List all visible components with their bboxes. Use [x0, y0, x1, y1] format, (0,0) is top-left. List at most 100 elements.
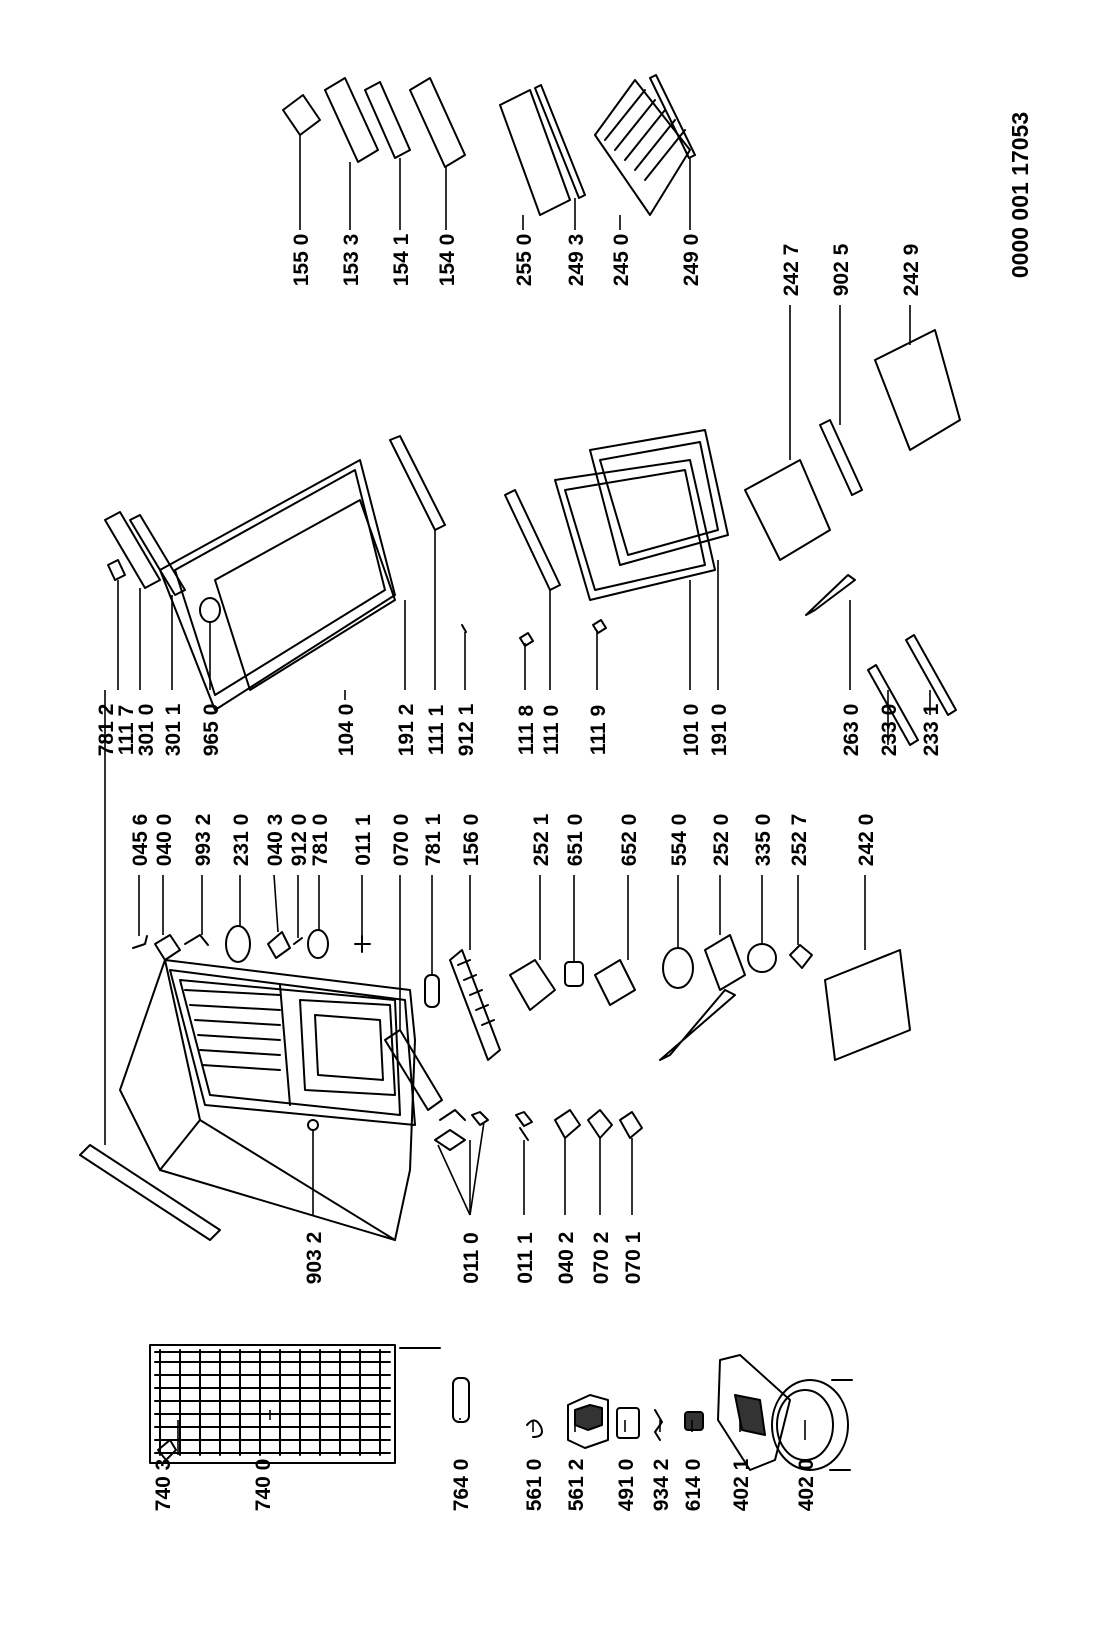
crisper-trim-902-5	[819, 419, 863, 496]
label-111-0: 111 0	[540, 705, 563, 755]
label-233-0: 233 0	[878, 704, 901, 757]
label-040-0: 040 0	[153, 814, 176, 867]
label-912-1: 912 1	[455, 703, 478, 756]
label-242-9: 242 9	[900, 244, 923, 297]
part-554-0	[662, 947, 694, 989]
wire-shelf-245-0	[594, 79, 691, 216]
label-912-0: 912 0	[288, 814, 311, 867]
label-301-0: 301 0	[135, 704, 158, 757]
label-242-0: 242 0	[855, 814, 878, 867]
label-402-1: 402 1	[730, 1458, 753, 1511]
part-252-1	[509, 959, 556, 1011]
part-651-0	[564, 961, 584, 987]
label-011-1-upper: 011 1	[352, 814, 375, 866]
rail-233-1	[905, 634, 957, 716]
label-191-2: 191 2	[395, 704, 418, 757]
label-335-0: 335 0	[752, 814, 775, 867]
label-781-1: 781 1	[422, 813, 445, 866]
part-111-8	[519, 632, 534, 647]
part-252-0	[659, 934, 746, 1061]
egg-tray-155-0	[282, 94, 321, 136]
hinge-cover-040-2	[554, 1109, 581, 1139]
part-011-1-top	[354, 935, 371, 953]
door-shelf-154-1	[364, 81, 411, 159]
door-trim-111-1	[389, 435, 446, 531]
door-gasket-191-2	[214, 499, 396, 691]
hinge-bracket-070-2	[587, 1109, 613, 1139]
label-233-1: 233 1	[920, 703, 943, 756]
label-011-0: 011 0	[460, 1232, 483, 1283]
crisper-242-7	[744, 459, 831, 561]
compressor	[771, 1379, 853, 1471]
label-040-2: 040 2	[555, 1232, 578, 1285]
top-cover-strip	[79, 1144, 221, 1241]
door-handle-301-0	[104, 511, 161, 589]
rail-233-0	[867, 664, 919, 746]
door-shelf-154-0	[409, 77, 466, 168]
label-651-0: 651 0	[564, 814, 587, 867]
drawing-code: 0000 001 17053	[1007, 112, 1033, 278]
label-249-3: 249 3	[565, 234, 588, 287]
part-242-0	[824, 949, 911, 1061]
part-156-0	[449, 949, 501, 1061]
label-104-0: 104 0	[335, 704, 358, 757]
rail-263-0	[805, 574, 856, 616]
part-781-0	[307, 929, 329, 959]
part-993-2	[184, 934, 209, 946]
door-lower-101-0	[554, 459, 716, 601]
label-252-7: 252 7	[788, 814, 811, 867]
label-740-0: 740 0	[252, 1459, 275, 1512]
label-965-0: 965 0	[200, 704, 223, 757]
label-101-0: 101 0	[680, 704, 703, 757]
part-252-7	[789, 944, 813, 969]
part-040-0	[154, 934, 181, 961]
label-252-1: 252 1	[530, 813, 553, 866]
door-strip-301-1	[129, 514, 186, 596]
door-trim-111-0	[504, 489, 561, 591]
label-153-3: 153 3	[340, 234, 363, 287]
label-934-2: 934 2	[650, 1459, 673, 1512]
label-263-0: 263 0	[840, 704, 863, 757]
label-111-7: 111 7	[115, 705, 138, 755]
part-781-1	[424, 974, 440, 1008]
glass-shelf-255-0	[499, 89, 571, 216]
leader-lines	[104, 135, 931, 1455]
shelf-trim-249-3	[534, 84, 586, 199]
label-011-1-lower: 011 1	[514, 1232, 537, 1284]
label-231-0: 231 0	[230, 814, 253, 867]
label-402-0: 402 0	[795, 1459, 818, 1512]
label-154-1: 154 1	[390, 233, 413, 286]
shelf-trim-249-0	[649, 74, 696, 159]
label-252-0: 252 0	[710, 814, 733, 867]
part-045-6	[132, 935, 148, 949]
label-191-0: 191 0	[708, 704, 731, 757]
cabinet-body	[119, 959, 416, 1241]
grommet	[684, 1411, 704, 1431]
label-491-0: 491 0	[615, 1459, 638, 1512]
crisper-242-9	[874, 329, 961, 451]
label-154-0: 154 0	[436, 234, 459, 287]
condenser-coil	[149, 1344, 441, 1464]
label-902-5: 902 5	[830, 243, 853, 296]
label-993-2: 993 2	[192, 814, 215, 867]
label-561-2: 561 2	[565, 1459, 588, 1512]
part-070-0	[384, 1029, 443, 1111]
evaporation-tray	[717, 1354, 791, 1471]
door-shelf-153-3	[324, 77, 379, 163]
part-231-0	[225, 925, 251, 963]
label-156-0: 156 0	[460, 814, 483, 867]
part-335-0	[747, 943, 777, 973]
label-242-7: 242 7	[780, 244, 803, 297]
clip-spring	[654, 1409, 663, 1441]
label-764-0: 764 0	[450, 1459, 473, 1512]
label-070-1: 070 1	[622, 1231, 645, 1284]
label-249-0: 249 0	[680, 234, 703, 287]
label-245-0: 245 0	[610, 234, 633, 287]
label-111-8: 111 8	[515, 705, 538, 756]
label-070-0: 070 0	[390, 814, 413, 867]
label-781-2: 781 2	[95, 704, 118, 757]
relay-cover	[567, 1394, 609, 1449]
label-903-2: 903 2	[303, 1232, 326, 1285]
part-912-0	[293, 937, 303, 945]
